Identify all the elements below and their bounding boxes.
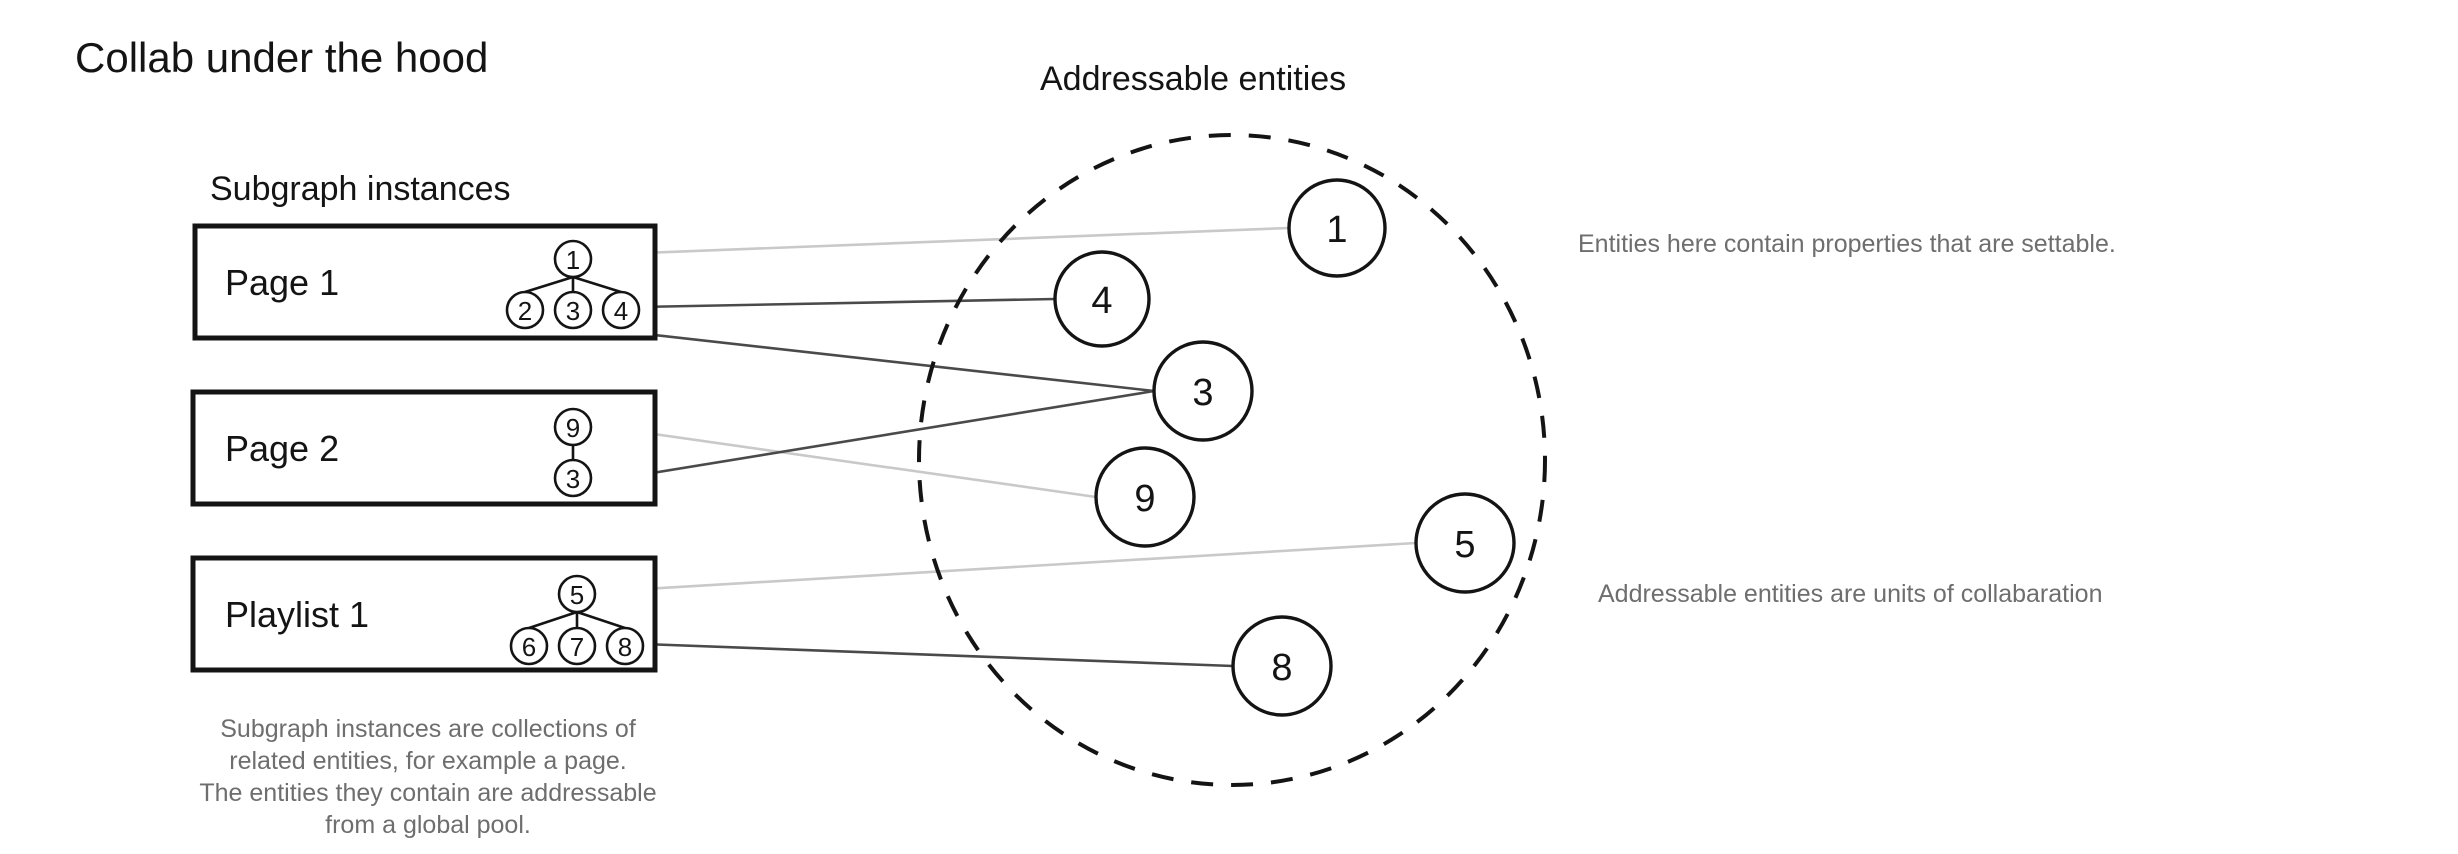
- addressable-entities-pool-boundary: [917, 133, 1547, 787]
- mini-node-label: 3: [566, 464, 580, 494]
- link-page2-node9-to-entity9: [590, 423, 1097, 499]
- connector-links: [582, 226, 1417, 668]
- link-page2-node3-to-entity3: [590, 389, 1155, 485]
- entity-label: 4: [1091, 280, 1112, 322]
- mini-node-circle[interactable]: [605, 626, 645, 666]
- link-page1-node1-to-entity1: [590, 226, 1290, 257]
- mini-node-circle[interactable]: [553, 458, 593, 498]
- entity-label: 3: [1192, 372, 1213, 414]
- mini-node-label: 9: [566, 413, 580, 443]
- mini-node-label: 3: [566, 296, 580, 326]
- mini-edge-5-6: [528, 610, 578, 630]
- entity-circle[interactable]: [1287, 178, 1387, 278]
- mini-node-circle[interactable]: [601, 290, 641, 330]
- page-title: Collab under the hood: [75, 34, 488, 81]
- subgraph-box-page-2[interactable]: Page 2 9 3: [190, 389, 658, 507]
- entity-node-1[interactable]: 1: [1287, 178, 1387, 278]
- caption-line: from a global pool.: [325, 811, 531, 839]
- box-label: Page 2: [225, 428, 339, 469]
- link-playlist1-node8-to-entity8: [642, 642, 1234, 668]
- note-entities-settable: Entities here contain properties that ar…: [1578, 230, 2116, 258]
- entity-label: 5: [1454, 524, 1475, 566]
- mini-tree-playlist-1: 5 6 7 8: [509, 574, 645, 666]
- mini-node-circle[interactable]: [553, 239, 593, 279]
- mini-node-label: 2: [518, 296, 532, 326]
- box-label: Playlist 1: [225, 594, 369, 635]
- mini-node-label: 8: [618, 632, 632, 662]
- entity-label: 1: [1326, 209, 1347, 251]
- link-playlist1-node5-to-entity5: [594, 541, 1417, 594]
- mini-node-circle[interactable]: [557, 626, 597, 666]
- entity-nodes: 1 4 3 9 5 8: [1053, 178, 1516, 717]
- mini-node-circle[interactable]: [557, 574, 597, 614]
- mini-node-label: 4: [614, 296, 628, 326]
- subgraph-instances-heading: Subgraph instances: [210, 170, 511, 208]
- link-page1-node3-to-entity3: [582, 325, 1155, 393]
- entity-circle[interactable]: [1231, 615, 1333, 717]
- subgraph-box-playlist-1[interactable]: Playlist 1 5 6 7 8: [190, 555, 658, 673]
- entity-circle[interactable]: [1053, 250, 1151, 348]
- mini-node-circle[interactable]: [505, 290, 545, 330]
- caption-line: Subgraph instances are collections of: [220, 715, 636, 743]
- entity-node-9[interactable]: 9: [1094, 446, 1196, 548]
- mini-node-label: 1: [566, 245, 580, 275]
- mini-node-label: 7: [570, 632, 584, 662]
- entity-node-4[interactable]: 4: [1053, 250, 1151, 348]
- caption-line: related entities, for example a page.: [229, 747, 626, 775]
- box-label: Page 1: [225, 262, 339, 303]
- entity-label: 9: [1134, 478, 1155, 520]
- entity-circle[interactable]: [1414, 492, 1516, 594]
- mini-node-circle[interactable]: [553, 407, 593, 447]
- entity-circle[interactable]: [1152, 340, 1254, 442]
- entity-node-5[interactable]: 5: [1414, 492, 1516, 594]
- subgraph-caption: Subgraph instances are collections of re…: [199, 715, 656, 839]
- subgraph-box-page-1[interactable]: Page 1 1 2 3 4: [192, 223, 658, 341]
- entity-label: 8: [1271, 647, 1292, 689]
- mini-tree-page-1: 1 2 3 4: [505, 239, 641, 330]
- mini-node-label: 6: [522, 632, 536, 662]
- mini-node-circle[interactable]: [509, 626, 549, 666]
- mini-edge-1-4: [572, 275, 622, 294]
- entity-node-8[interactable]: 8: [1231, 615, 1333, 717]
- mini-edge-1-2: [524, 275, 574, 294]
- caption-line: The entities they contain are addressabl…: [199, 779, 656, 807]
- mini-edge-5-8: [576, 610, 626, 630]
- mini-node-circle[interactable]: [553, 290, 593, 330]
- mini-tree-page-2: 9 3: [553, 407, 593, 498]
- mini-node-label: 5: [570, 580, 584, 610]
- entity-circle[interactable]: [1094, 446, 1196, 548]
- link-page1-node4-to-entity4: [638, 297, 1056, 309]
- note-units-of-collaboration: Addressable entities are units of collab…: [1598, 580, 2102, 608]
- entity-node-3[interactable]: 3: [1152, 340, 1254, 442]
- addressable-entities-heading: Addressable entities: [1040, 60, 1346, 98]
